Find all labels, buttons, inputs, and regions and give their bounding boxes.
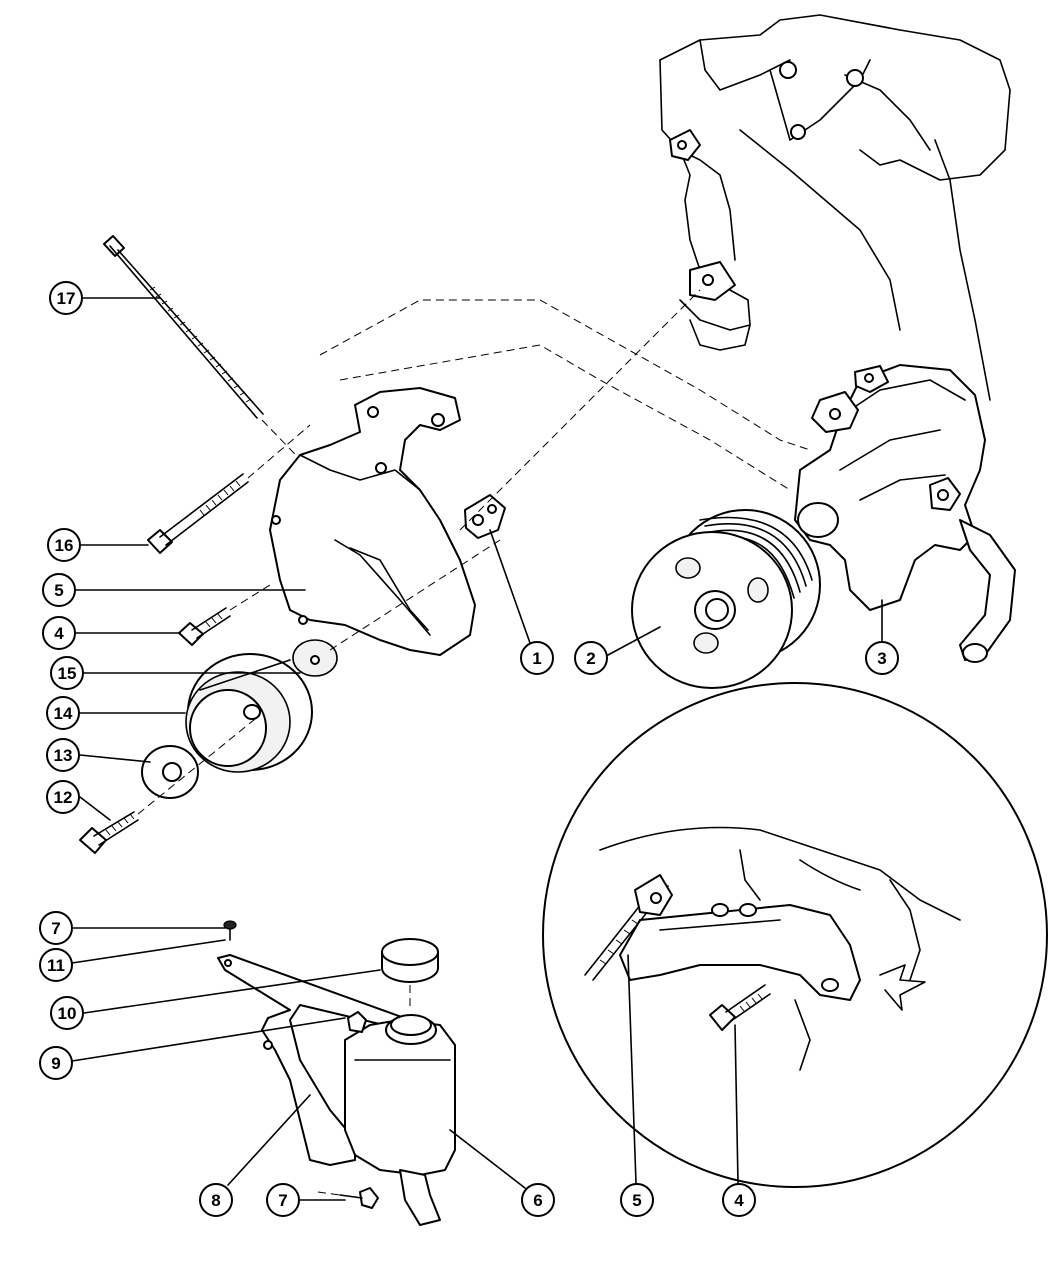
callout-4-left-label: 4 — [54, 624, 64, 643]
callout-14: 14 — [46, 696, 80, 730]
callout-8-label: 8 — [211, 1191, 220, 1210]
screw-7-lower — [317, 1187, 379, 1209]
callout-17: 17 — [49, 281, 83, 315]
callout-5-detail-label: 5 — [632, 1191, 641, 1210]
adjuster-1 — [464, 494, 506, 539]
callout-11: 11 — [39, 948, 73, 982]
detail-view — [542, 682, 1048, 1188]
callout-2-label: 2 — [586, 649, 595, 668]
reservoir-6 — [344, 1011, 456, 1226]
callout-6-label: 6 — [533, 1191, 542, 1210]
callout-13-label: 13 — [54, 746, 73, 765]
callout-3-label: 3 — [877, 649, 886, 668]
callout-6: 6 — [521, 1183, 555, 1217]
callout-8: 8 — [199, 1183, 233, 1217]
callout-9: 9 — [39, 1046, 73, 1080]
alignment-lines — [319, 289, 811, 651]
screw-7-upper — [223, 920, 237, 941]
callout-11-label: 11 — [47, 956, 65, 975]
callout-9-label: 9 — [51, 1054, 60, 1073]
power-steering-pump-3 — [794, 364, 1016, 663]
engine-block — [659, 14, 1011, 401]
callout-4-detail: 4 — [722, 1183, 756, 1217]
callout-1: 1 — [520, 641, 554, 675]
callout-2: 2 — [574, 641, 608, 675]
bolt-12 — [79, 714, 261, 854]
callout-15-label: 15 — [58, 664, 77, 683]
callout-12-label: 12 — [54, 788, 73, 807]
callout-16: 16 — [47, 528, 81, 562]
reservoir-cap-10 — [381, 938, 439, 1010]
callout-13: 13 — [46, 738, 80, 772]
callout-7-upper: 7 — [39, 911, 73, 945]
mounting-bracket-5 — [269, 387, 476, 656]
callout-7-upper-label: 7 — [51, 919, 60, 938]
callout-12: 12 — [46, 780, 80, 814]
leader-lines — [71, 297, 883, 1201]
bolt-4 — [178, 584, 271, 646]
callout-5-detail: 5 — [620, 1183, 654, 1217]
long-bolt-17 — [103, 235, 321, 481]
spacer-15 — [292, 639, 338, 677]
callout-10-label: 10 — [58, 1004, 77, 1023]
callout-15: 15 — [50, 656, 84, 690]
callout-10: 10 — [50, 996, 84, 1030]
callout-14-label: 14 — [54, 704, 73, 723]
pump-pulley-2 — [631, 509, 821, 689]
washer-13 — [141, 745, 199, 799]
callout-3: 3 — [865, 641, 899, 675]
callout-5-left: 5 — [42, 573, 76, 607]
callout-4-left: 4 — [42, 616, 76, 650]
callout-1-label: 1 — [532, 649, 541, 668]
callout-7-lower: 7 — [266, 1183, 300, 1217]
bolt-16 — [147, 424, 311, 554]
callout-5-left-label: 5 — [54, 581, 63, 600]
callout-4-detail-label: 4 — [734, 1191, 744, 1210]
callout-16-label: 16 — [55, 536, 74, 555]
callout-17-label: 17 — [57, 289, 76, 308]
idler-pulley-14 — [185, 653, 313, 773]
callout-7-lower-label: 7 — [278, 1191, 287, 1210]
